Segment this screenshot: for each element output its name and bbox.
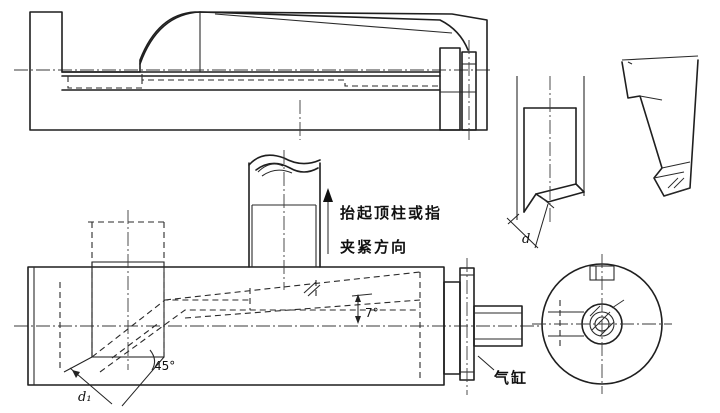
angle-7-dimension: 7° bbox=[351, 293, 379, 324]
direction-label-line1: 抬起顶柱或指 bbox=[340, 204, 442, 222]
top-view bbox=[14, 11, 492, 140]
angle-45-label: 45° bbox=[154, 359, 175, 373]
end-view bbox=[532, 254, 672, 394]
d1-dimension: d₁ bbox=[63, 356, 165, 407]
direction-label-line2: 夹紧方向 bbox=[340, 238, 408, 256]
cylinder-label: 气缸 bbox=[493, 369, 528, 387]
d1-label: d₁ bbox=[78, 390, 92, 405]
cylinder-annotation: 气缸 bbox=[477, 355, 528, 387]
direction-annotation: 抬起顶柱或指 夹紧方向 bbox=[323, 188, 442, 256]
angle-7-label: 7° bbox=[365, 306, 379, 320]
pin-detail-view: d bbox=[506, 76, 585, 249]
side-view bbox=[14, 150, 540, 395]
d-label: d bbox=[522, 232, 530, 247]
tilted-pin-view bbox=[621, 55, 699, 197]
